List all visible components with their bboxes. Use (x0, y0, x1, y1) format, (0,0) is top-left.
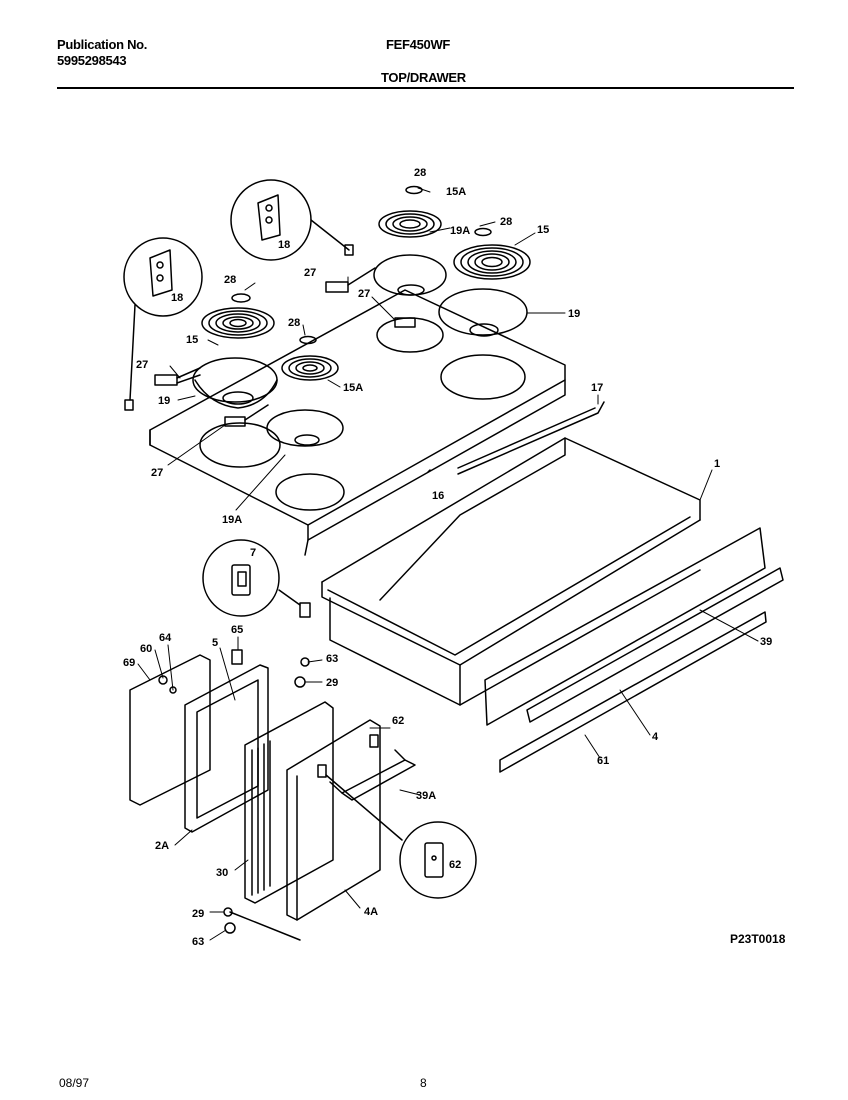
callout: 61 (597, 755, 609, 767)
insulation (244, 701, 334, 904)
callout: 2A (155, 840, 169, 852)
callout: 64 (159, 632, 172, 644)
door-handle (329, 749, 416, 801)
model-number: FEF450WF (386, 37, 451, 52)
drawer-front (484, 527, 784, 773)
callout: 30 (216, 867, 228, 879)
callout: 63 (192, 936, 204, 948)
drawer-body (321, 437, 701, 706)
leader-lines (137, 187, 759, 941)
callout: 29 (326, 677, 338, 689)
bracket-detail-circle (325, 774, 477, 899)
callout: 1 (714, 458, 720, 470)
callout: 27 (358, 288, 370, 300)
cooktop-assembly (149, 289, 566, 556)
callout: 29 (192, 908, 204, 920)
callout: 19 (568, 308, 580, 320)
burner-element (378, 185, 442, 238)
callout: 27 (304, 267, 316, 279)
burner-opening (376, 317, 444, 353)
terminal-block (154, 367, 201, 386)
page-number: 8 (420, 1076, 427, 1090)
callout: 7 (250, 547, 256, 559)
callout: 18 (171, 292, 183, 304)
drawer-stop-detail-circle (202, 539, 311, 618)
callout-labels: 28 15A 19A 28 15 18 18 27 27 19 28 15 28… (123, 167, 772, 948)
burner-element (281, 335, 339, 381)
callout: 19A (450, 225, 470, 237)
callout: 4 (652, 731, 659, 743)
callout: 65 (231, 624, 243, 636)
publication-label: Publication No. (57, 37, 148, 52)
callout: 63 (326, 653, 338, 665)
door-panel (286, 719, 381, 921)
receptacle-detail-circle (230, 179, 354, 261)
callout: 15 (537, 224, 549, 236)
callout: 60 (140, 643, 152, 655)
callout: 16 (432, 490, 444, 502)
burner-opening (440, 354, 526, 400)
door-frame (184, 664, 269, 833)
burner-element (201, 293, 275, 339)
drip-pan (373, 254, 447, 296)
terminal-block (224, 404, 269, 427)
receptacle-detail-circle (123, 237, 203, 411)
callout: 15 (186, 334, 198, 346)
callout: 17 (591, 382, 603, 394)
callout: 28 (224, 274, 236, 286)
section-title: TOP/DRAWER (381, 70, 466, 85)
vent-trim (457, 401, 605, 475)
publication-number: 5995298543 (57, 53, 127, 68)
callout: 69 (123, 657, 135, 669)
callout: 19 (158, 395, 170, 407)
burner-opening (199, 422, 281, 468)
callout: 39 (760, 636, 772, 648)
callout: 18 (278, 239, 290, 251)
callout: 15A (343, 382, 363, 394)
callout: 27 (136, 359, 148, 371)
callout: 62 (449, 859, 461, 871)
callout: 27 (151, 467, 163, 479)
callout: 4A (364, 906, 378, 918)
callout: 39A (416, 790, 436, 802)
diagram-code: P23T0018 (730, 932, 786, 946)
callout: 15A (446, 186, 466, 198)
drip-pan (438, 288, 528, 337)
header-rule (57, 87, 794, 89)
drip-pan (192, 357, 278, 409)
callout: 5 (212, 637, 218, 649)
burner-element (453, 227, 531, 280)
callout: 62 (392, 715, 404, 727)
terminal-block (325, 267, 416, 328)
leader (427, 469, 431, 473)
drip-pan (266, 409, 344, 447)
footer-date: 08/97 (59, 1076, 90, 1090)
callout: 19A (222, 514, 242, 526)
callout: 28 (288, 317, 300, 329)
callout: 28 (500, 216, 512, 228)
burner-opening (275, 473, 345, 511)
leader (304, 539, 309, 556)
callout: 28 (414, 167, 426, 179)
door-gasket (129, 654, 211, 806)
cooktop-front-edge (149, 379, 566, 541)
